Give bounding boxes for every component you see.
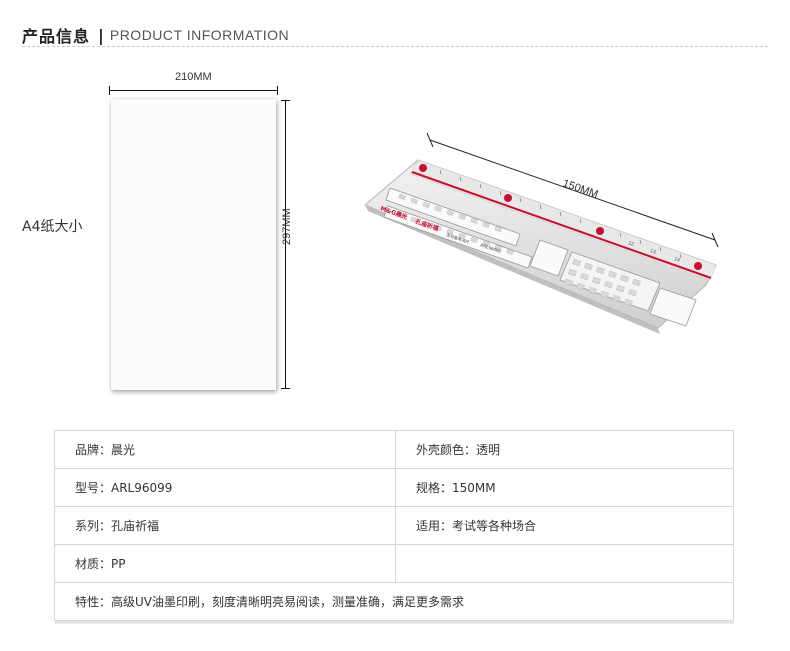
spec-brand: 品牌：晨光 bbox=[54, 430, 396, 469]
svg-text:13: 13 bbox=[649, 248, 656, 256]
ruler-length-label: 150MM bbox=[561, 177, 600, 200]
spec-row: 材质：PP bbox=[54, 544, 734, 583]
table-bottom-shadow bbox=[54, 620, 734, 624]
ruler-length-dimension-line bbox=[426, 132, 719, 248]
title-separator: | bbox=[98, 25, 104, 45]
svg-text:14: 14 bbox=[673, 256, 680, 264]
section-title-en: PRODUCT INFORMATION bbox=[109, 27, 290, 43]
spec-material: 材质：PP bbox=[54, 544, 396, 583]
paper-height-dimension-line bbox=[281, 100, 291, 389]
spec-row: 品牌：晨光 外壳颜色：透明 bbox=[54, 430, 734, 469]
ruler-illustration: 150MM 12 13 1 bbox=[364, 132, 719, 334]
spec-shell-color: 外壳颜色：透明 bbox=[395, 430, 734, 469]
ruler-product-image: 150MM 12 13 1 bbox=[360, 128, 730, 348]
spec-features: 特性：高级UV油墨印刷，刻度清晰明亮易阅读，测量准确，满足更多需求 bbox=[54, 582, 734, 621]
ruler-body: 12 13 14 bbox=[364, 159, 717, 334]
spec-row: 型号：ARL96099 规格：150MM bbox=[54, 468, 734, 507]
svg-text:12: 12 bbox=[627, 240, 634, 248]
product-spec-table: 品牌：晨光 外壳颜色：透明 型号：ARL96099 规格：150MM 系列：孔庙… bbox=[54, 430, 734, 624]
spec-series: 系列：孔庙祈福 bbox=[54, 506, 396, 545]
a4-paper-illustration bbox=[111, 99, 276, 390]
spec-usage: 适用：考试等各种场合 bbox=[395, 506, 734, 545]
spec-row: 系列：孔庙祈福 适用：考试等各种场合 bbox=[54, 506, 734, 545]
section-title-cn: 产品信息 bbox=[22, 27, 91, 46]
a4-size-label: A4纸大小 bbox=[22, 219, 83, 235]
spec-model: 型号：ARL96099 bbox=[54, 468, 396, 507]
header-divider bbox=[22, 46, 768, 47]
paper-width-dimension-line bbox=[109, 86, 278, 96]
spec-empty-cell bbox=[395, 544, 734, 583]
ruler-model: ARL96099 bbox=[480, 242, 502, 254]
paper-height-label: 297MM bbox=[281, 208, 293, 245]
paper-width-label: 210MM bbox=[175, 71, 212, 83]
spec-size: 规格：150MM bbox=[395, 468, 734, 507]
section-header: 产品信息 | PRODUCT INFORMATION bbox=[22, 22, 289, 48]
spec-row: 特性：高级UV油墨印刷，刻度清晰明亮易阅读，测量准确，满足更多需求 bbox=[54, 582, 734, 621]
